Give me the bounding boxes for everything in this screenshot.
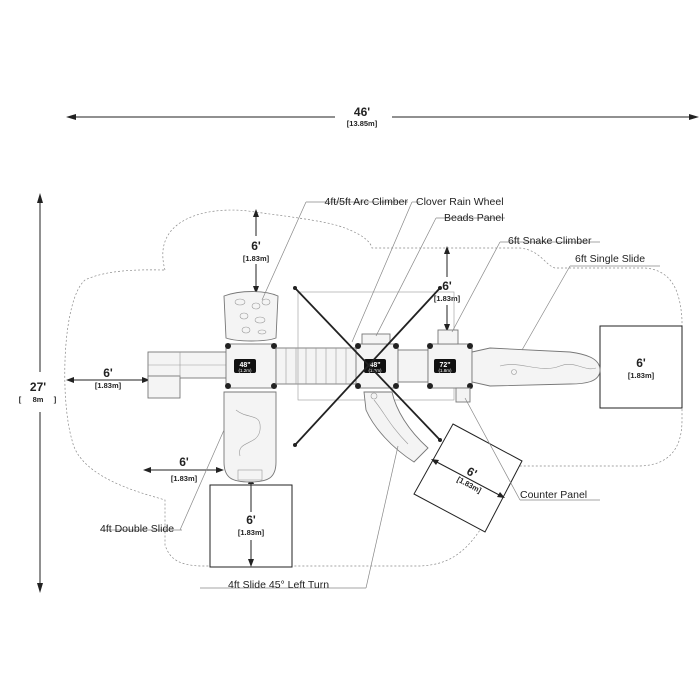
turn-slide-exit-zone: 6' [1.83m]: [413, 423, 523, 533]
callout-leaders: [100, 201, 660, 589]
double-slide-side-m: [1.83m]: [171, 474, 198, 483]
single-slide: [471, 347, 601, 387]
double-slide-side-ft: 6': [179, 455, 189, 469]
callout-arc-climber: 4ft/5ft Arc Climber: [325, 196, 409, 208]
callout-turn-slide: 4ft Slide 45° Left Turn: [228, 579, 329, 591]
double-slide-side-dimension: 6' [1.83m]: [143, 455, 224, 483]
beads-panel: [361, 333, 391, 345]
top-clearance-m: [1.83m]: [243, 254, 270, 263]
connecting-bridge: [275, 347, 359, 385]
left-deck-badge: [234, 359, 256, 373]
double-slide-exit-zone: 6' [1.83m]: [209, 476, 293, 568]
single-slide-exit-zone: 6' [1.83m]: [599, 325, 683, 409]
left-deck: 48" (1.2m): [225, 343, 277, 389]
snake-clearance-dimension: 6' [1.83m]: [428, 246, 466, 332]
right-deck: 72" (1.8m): [427, 343, 473, 389]
left-clearance-m: [1.83m]: [95, 381, 122, 390]
left-deck-height: 48": [239, 362, 250, 369]
double-slide-exit-ft: 6': [246, 513, 256, 527]
arc-climber: [223, 291, 279, 342]
overall-width-m: [13.85m]: [347, 119, 378, 128]
right-deck-metric: (1.8m): [438, 368, 452, 373]
snake-clearance-m: [1.83m]: [434, 294, 461, 303]
callout-snake-climber: 6ft Snake Climber: [508, 235, 592, 247]
left-deck-metric: (1.2m): [238, 368, 252, 373]
single-slide-clearance-m: [1.83m]: [628, 371, 655, 380]
overall-depth-bracket-close: ]: [54, 395, 57, 404]
right-connector: [397, 349, 429, 383]
right-deck-height: 72": [439, 362, 450, 369]
callout-double-slide: 4ft Double Slide: [100, 523, 174, 535]
turn-slide: [363, 391, 429, 463]
top-clearance-ft: 6': [251, 239, 261, 253]
snake-climber: [437, 329, 459, 345]
callout-beads-panel: Beads Panel: [444, 212, 504, 224]
double-slide-exit-m: [1.83m]: [238, 528, 265, 537]
right-deck-badge: [434, 359, 456, 373]
callout-clover-rain-wheel: Clover Rain Wheel: [416, 196, 504, 208]
center-deck: 48" (1.2m): [355, 343, 399, 389]
overall-depth-m: 8m: [33, 395, 44, 404]
overall-depth-ft: 27': [30, 380, 46, 394]
left-entry-platform: [147, 351, 229, 399]
center-deck-height: 48": [369, 362, 380, 369]
overall-width-dimension: 46' [13.85m]: [66, 105, 699, 128]
overall-depth-dimension: 27' [ 8m ]: [19, 193, 57, 593]
single-slide-clearance-ft: 6': [636, 356, 646, 370]
overall-depth-bracket-open: [: [19, 395, 22, 404]
roof-supports: [293, 286, 442, 447]
counter-panel: [455, 387, 471, 403]
left-clearance-ft: 6': [103, 366, 113, 380]
callout-single-slide: 6ft Single Slide: [575, 253, 645, 265]
top-clearance-dimension: 6' [1.83m]: [236, 209, 276, 294]
snake-clearance-ft: 6': [442, 279, 452, 293]
overall-width-ft: 46': [354, 105, 370, 119]
double-slide: [223, 391, 277, 483]
callout-counter-panel: Counter Panel: [520, 489, 587, 501]
center-deck-metric: (1.2m): [368, 368, 382, 373]
left-clearance-dimension: 6' [1.83m]: [66, 366, 150, 390]
center-deck-badge: [364, 359, 386, 373]
